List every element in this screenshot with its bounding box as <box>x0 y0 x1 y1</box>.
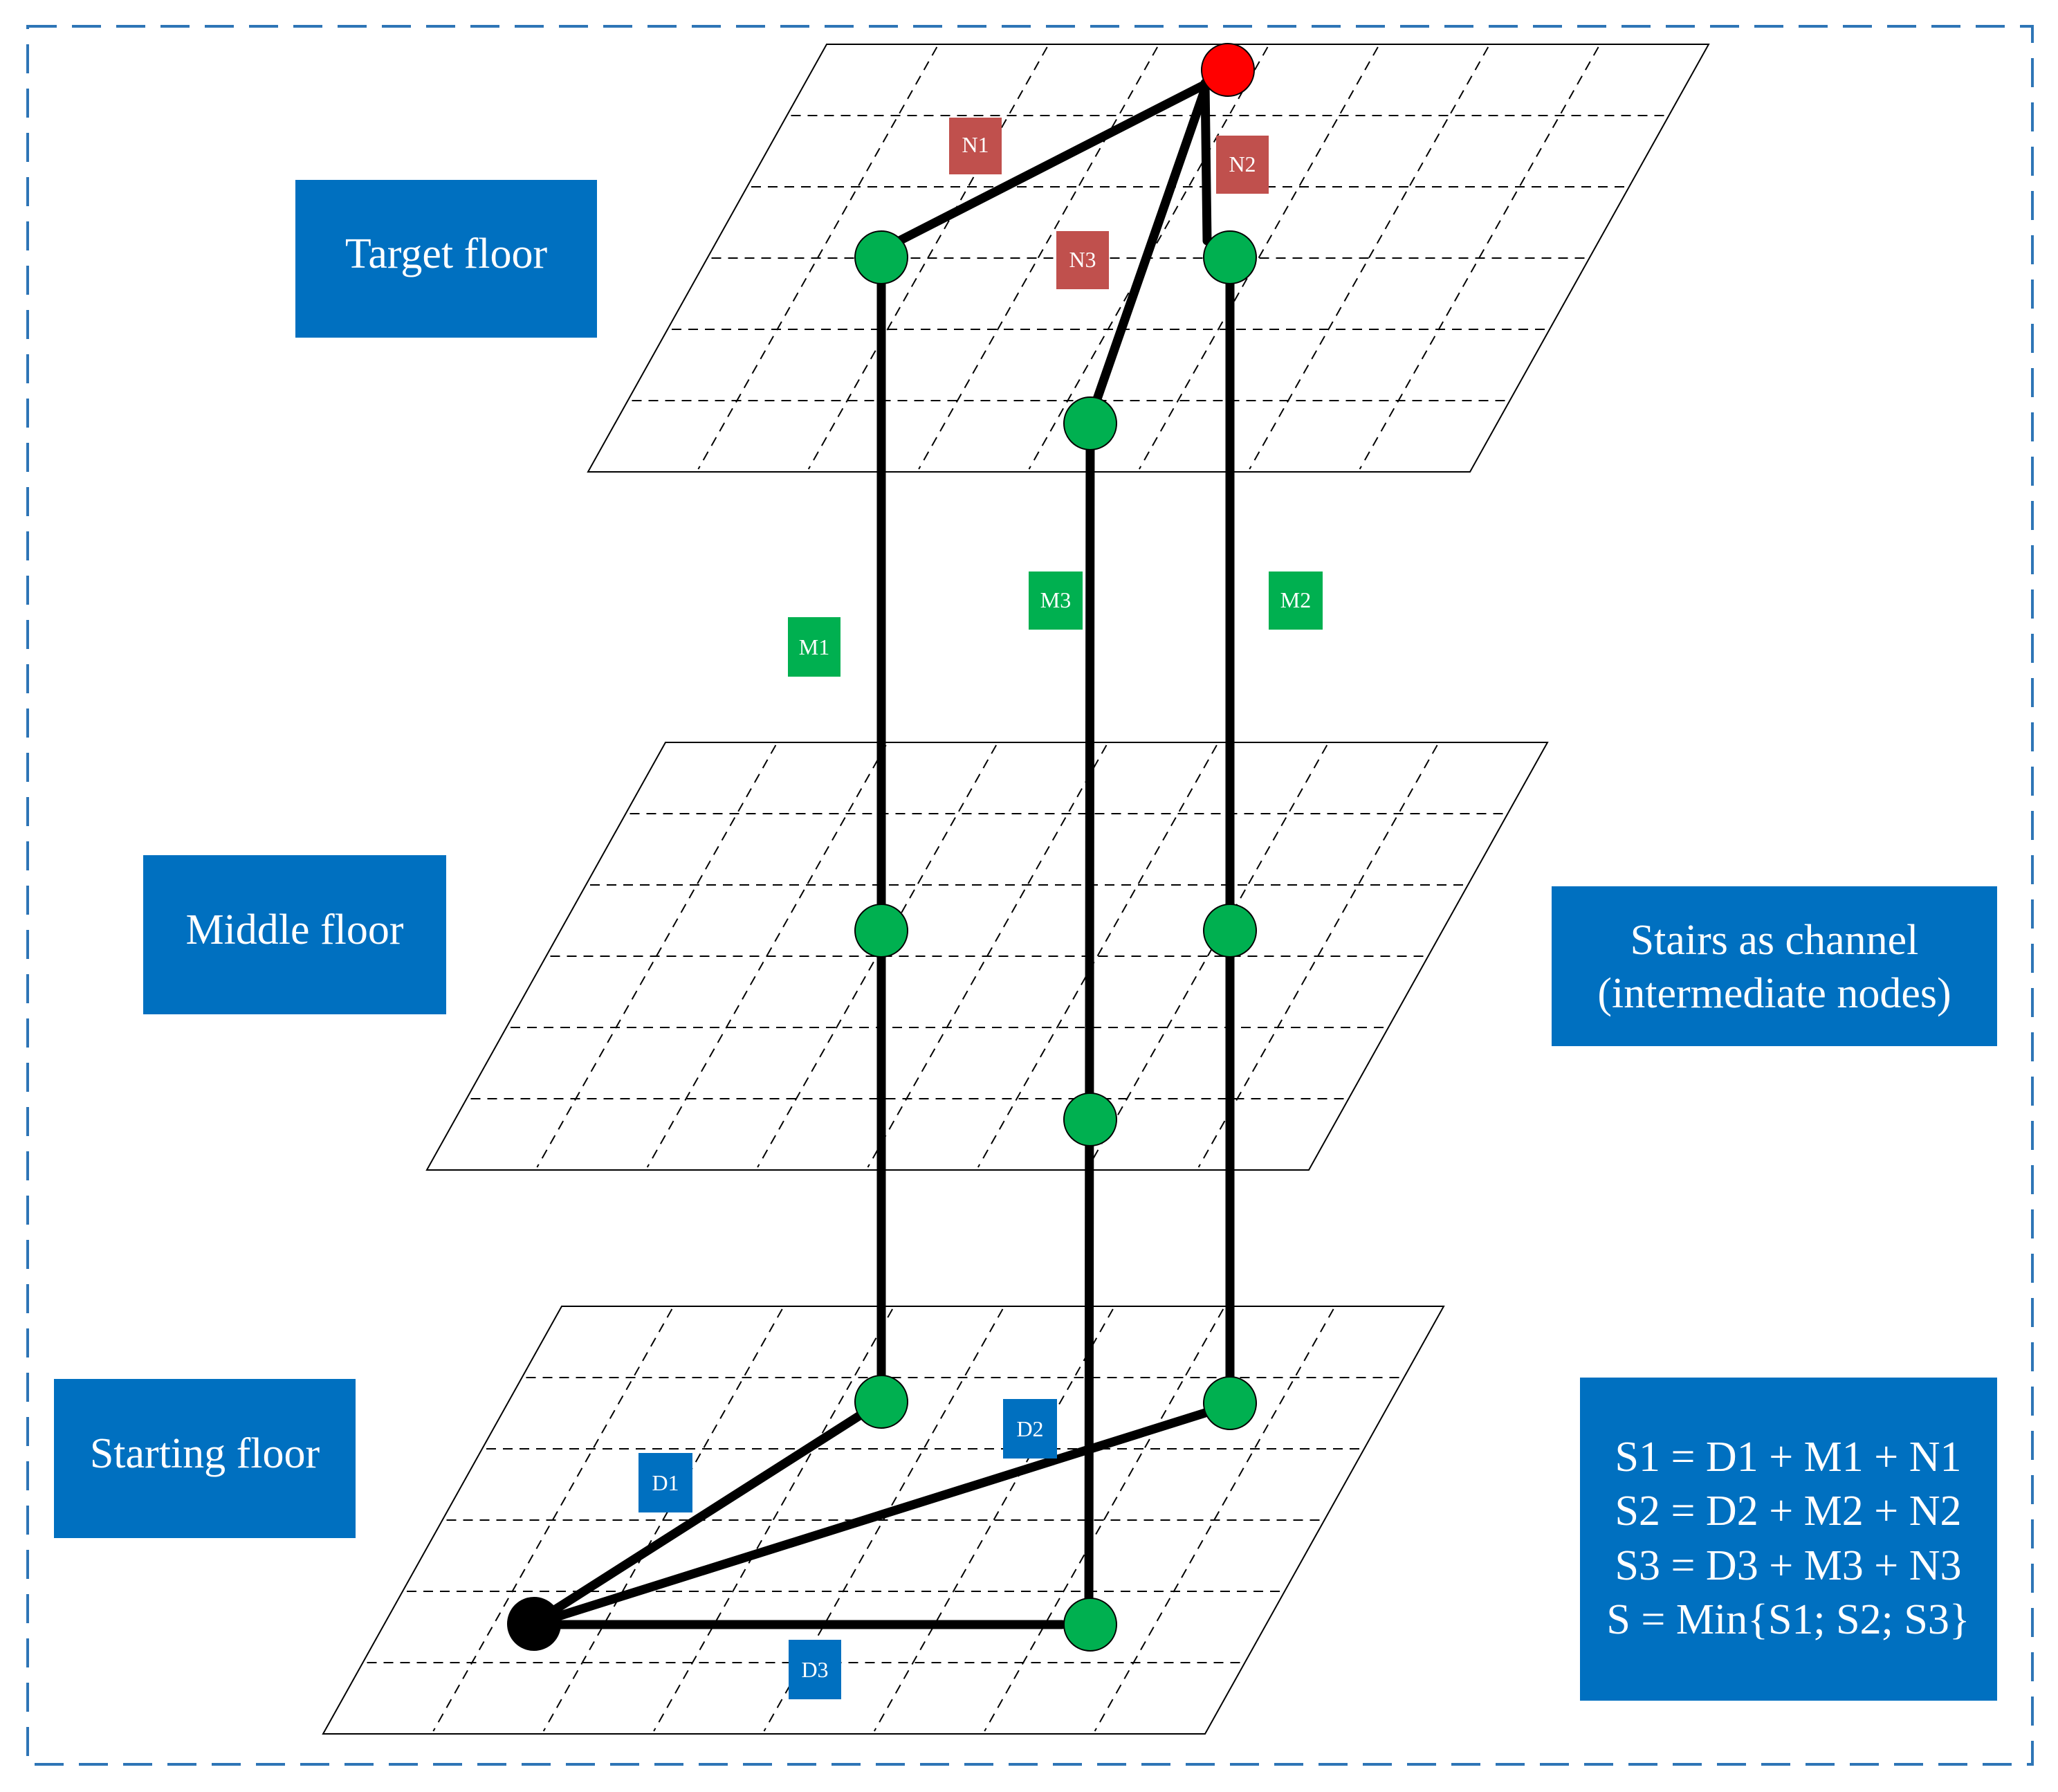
edge-label-n3: N3 <box>1056 231 1109 289</box>
edge-label-m3: M3 <box>1029 572 1083 630</box>
grid-line-col <box>1359 46 1599 470</box>
grid-line-col <box>874 1308 1114 1732</box>
grid-line-col <box>697 46 938 470</box>
grid-line-col <box>867 744 1108 1168</box>
grid-line-col <box>542 1308 783 1732</box>
stairs-line-1: Stairs as channel <box>1630 917 1919 964</box>
path-n3 <box>1090 78 1212 412</box>
path-n2 <box>1200 78 1212 246</box>
edge-label-d2: D2 <box>1003 1399 1057 1459</box>
grid-line-col <box>646 744 887 1168</box>
grid-line-col <box>1087 744 1328 1168</box>
edge-label-d3: D3 <box>789 1640 841 1699</box>
edge-label-d3-text: D3 <box>801 1657 828 1682</box>
path-n1 <box>894 77 1215 246</box>
target-node <box>1201 43 1255 97</box>
edge-label-d1: D1 <box>638 1453 692 1512</box>
node-middle-3 <box>1063 1092 1117 1146</box>
edge-label-n2-text: N2 <box>1229 152 1256 176</box>
start-node <box>507 1597 561 1651</box>
stairs-channel-box: Stairs as channel (intermediate nodes) <box>1552 886 1997 1046</box>
middle-floor-text: Middle floor <box>185 906 403 953</box>
grid-line-col <box>1197 744 1438 1168</box>
edge-label-m2: M2 <box>1269 572 1323 630</box>
grid-line-col <box>1028 46 1269 470</box>
edge-label-n3-text: N3 <box>1069 247 1096 272</box>
edge-label-m2-text: M2 <box>1280 587 1311 612</box>
grid-line-col <box>984 1308 1224 1732</box>
edge-label-m1-text: M1 <box>799 634 829 659</box>
grid-line-col <box>1139 46 1379 470</box>
equation-s3: S3 = D3 + M3 + N3 <box>1615 1542 1961 1589</box>
equation-s1: S1 = D1 + M1 + N1 <box>1615 1434 1961 1481</box>
node-target-3 <box>1063 396 1117 450</box>
node-start-2 <box>1203 1376 1257 1430</box>
target-floor-text: Target floor <box>345 230 548 277</box>
outer-frame <box>26 25 2034 1766</box>
edge-label-m3-text: M3 <box>1040 587 1071 612</box>
node-target-2 <box>1203 230 1257 284</box>
target-floor-label: Target floor <box>295 180 597 338</box>
path-m3 <box>1084 419 1095 1628</box>
edge-label-n1: N1 <box>949 118 1002 174</box>
middle-floor-label: Middle floor <box>143 855 446 1014</box>
grid-line-col <box>977 744 1218 1168</box>
equations-box: S1 = D1 + M1 + N1 S2 = D2 + M2 + N2 S3 =… <box>1580 1378 1997 1701</box>
node-start-1 <box>854 1375 908 1429</box>
starting-floor-label: Starting floor <box>54 1379 356 1538</box>
edge-label-d2-text: D2 <box>1016 1416 1043 1441</box>
middle-floor-plane <box>425 742 1549 1171</box>
grid-line-col <box>807 46 1048 470</box>
equation-s2: S2 = D2 + M2 + N2 <box>1615 1488 1961 1535</box>
equation-s-min: S = Min{S1; S2; S3} <box>1606 1596 1969 1643</box>
edge-label-d1-text: D1 <box>652 1470 679 1495</box>
edge-label-m1: M1 <box>788 617 840 677</box>
stairs-line-2: (intermediate nodes) <box>1597 970 1951 1017</box>
edge-label-n1-text: N1 <box>962 132 989 157</box>
grid-line-col <box>918 46 1158 470</box>
grid-line-col <box>536 744 777 1168</box>
grid-line-col <box>1094 1308 1334 1732</box>
node-start-3 <box>1063 1598 1117 1652</box>
node-middle-1 <box>854 904 908 958</box>
grid-line-col <box>757 744 997 1168</box>
node-middle-2 <box>1203 904 1257 958</box>
node-target-1 <box>854 230 908 284</box>
edge-label-n2: N2 <box>1216 136 1269 194</box>
path-d1 <box>528 1407 871 1629</box>
grid-line-col <box>1249 46 1489 470</box>
grid-line-col <box>432 1308 673 1732</box>
path-d2 <box>529 1405 1219 1629</box>
grid-line-col <box>653 1308 893 1732</box>
starting-floor-text: Starting floor <box>90 1430 320 1477</box>
